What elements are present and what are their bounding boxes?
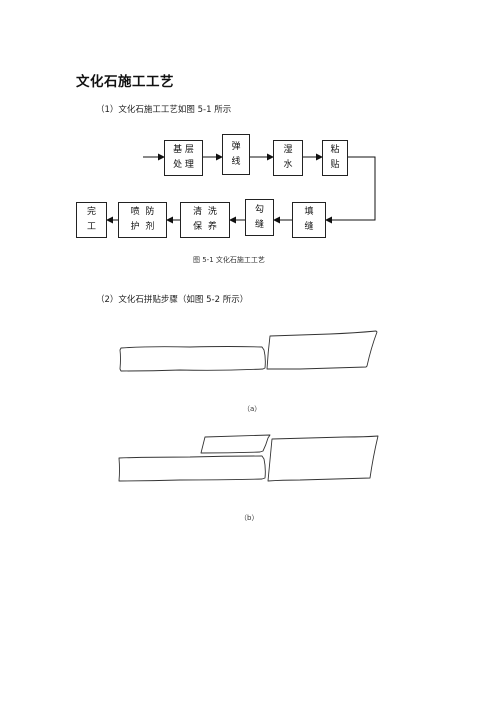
node-line-line-1: 弹 (231, 141, 241, 152)
node-finish-line-1: 完 (86, 207, 96, 217)
node-clean-line-1: 清 洗 (193, 207, 217, 217)
node-spray-line-2: 护 剂 (130, 222, 155, 232)
node-base-treatment: 基 层 处 理 (164, 140, 203, 176)
node-wetting: 湿 水 (273, 140, 303, 176)
node-line-line-2: 线 (231, 156, 241, 167)
node-clean-line-2: 保 养 (193, 222, 217, 232)
node-pasting: 粘 贴 (322, 140, 348, 176)
stone-a-left (119, 346, 266, 372)
arrow-paste-to-fill (325, 156, 376, 224)
node-snap-line: 弹 线 (222, 134, 250, 175)
stone-b-right (267, 435, 379, 482)
section-1-text: （1）文化石施工工艺如图 5-1 所示 (96, 105, 232, 115)
stone-b-top-small (200, 434, 271, 454)
node-wet-line-1: 湿 (283, 145, 293, 155)
node-fill-joint: 填 缝 (292, 202, 326, 238)
node-clean-maintain: 清 洗 保 养 (180, 202, 230, 238)
node-completion: 完 工 (76, 202, 107, 238)
node-hook-line-1: 勾 (254, 204, 264, 215)
figure-a-label: （a） (243, 405, 262, 413)
node-spray-line-1: 喷 防 (130, 207, 155, 217)
page-title: 文化石施工工艺 (76, 74, 174, 90)
node-fill-line-2: 缝 (304, 222, 314, 232)
node-hook-joint: 勾 缝 (245, 199, 274, 236)
node-finish-line-2: 工 (86, 222, 96, 232)
figure-b-label: （b） (240, 514, 259, 522)
node-fill-line-1: 填 (304, 207, 314, 217)
node-hook-line-2: 缝 (254, 219, 264, 230)
stone-a-right (266, 330, 378, 370)
node-paste-line-1: 粘 (330, 145, 340, 155)
figure-5-1-caption: 图 5-1 文化石施工工艺 (193, 256, 265, 264)
node-base-line-2: 处 理 (173, 160, 194, 170)
stone-b-bottom-left (118, 455, 266, 482)
node-spray-protectant: 喷 防 护 剂 (118, 202, 167, 238)
node-wet-line-2: 水 (283, 160, 293, 170)
node-base-line-1: 基 层 (173, 145, 194, 155)
node-paste-line-2: 贴 (330, 160, 340, 170)
section-2-text: （2）文化石拼贴步骤（如图 5-2 所示） (96, 295, 249, 305)
